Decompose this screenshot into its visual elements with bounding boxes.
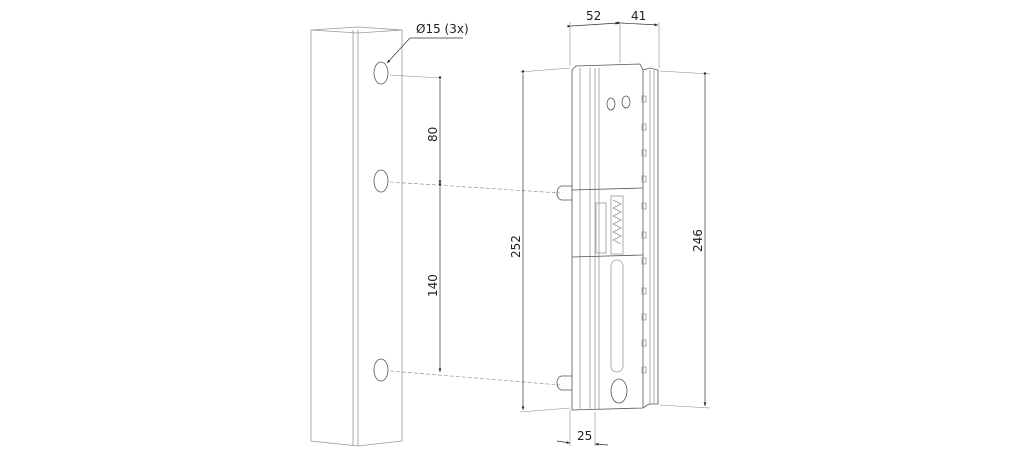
hole-diameter-callout: Ø15 (3x) [416, 22, 469, 36]
electric-lock-body [556, 63, 659, 411]
dim-25: 25 [577, 429, 592, 443]
post-hole-bottom [373, 358, 389, 382]
square-post [310, 26, 403, 447]
dim-41: 41 [631, 9, 646, 23]
post-hole-middle [373, 169, 389, 193]
dim-246: 246 [691, 229, 705, 252]
dim-52: 52 [586, 9, 601, 23]
post-hole-top [373, 61, 389, 85]
dim-80: 80 [426, 127, 440, 142]
dim-252: 252 [509, 235, 523, 258]
dim-140: 140 [426, 274, 440, 297]
